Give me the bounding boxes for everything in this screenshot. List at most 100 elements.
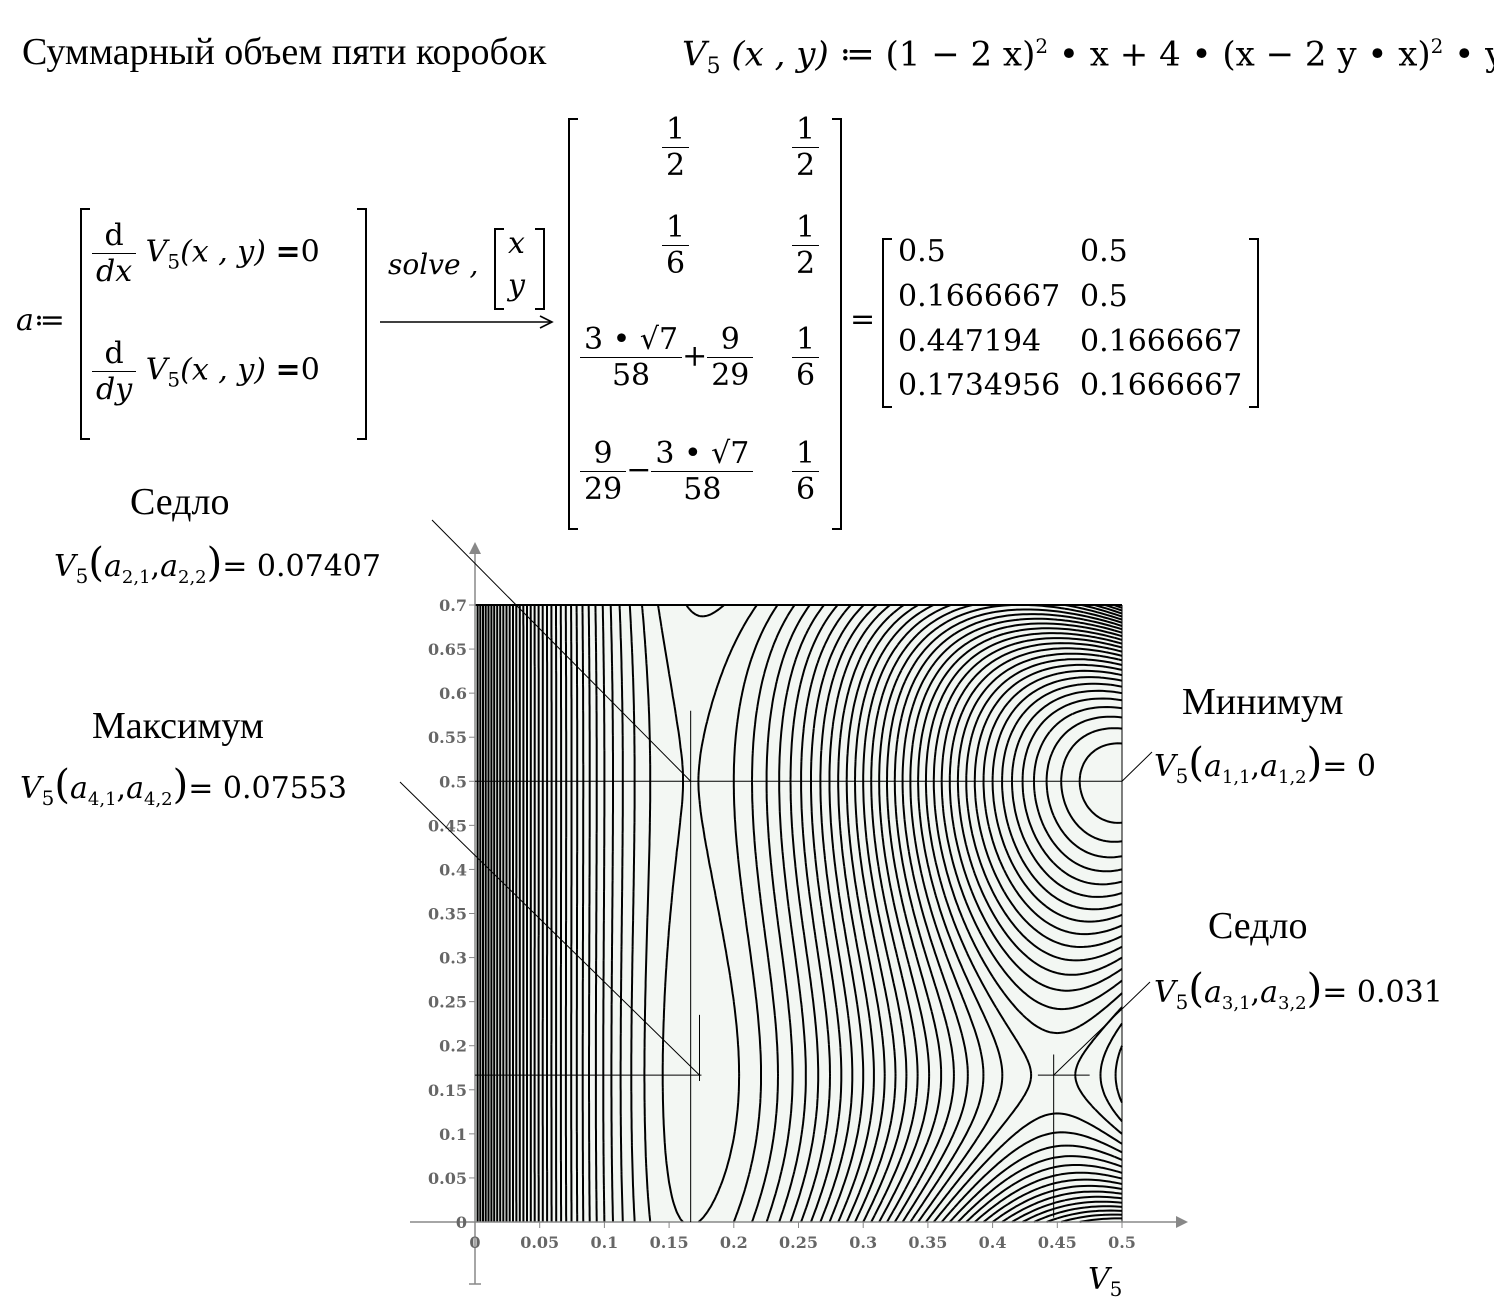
maximum-value: V5(a4,1,a4,2)= 0.07553 <box>20 762 347 810</box>
function-definition[interactable]: V5 (x , y) ≔ (1 − 2 x)2 • x + 4 • (x − 2… <box>682 34 1494 80</box>
maximum-label: Максимум <box>92 705 264 747</box>
contour-level-3 <box>484 605 1123 1223</box>
numeric-cell-1-2: 0.5 <box>1080 234 1128 269</box>
contour-level-31 <box>601 604 839 1223</box>
x-tick-label: 0.35 <box>908 1233 947 1252</box>
contour-level-0 <box>476 605 1123 1223</box>
y-tick-label: 0.6 <box>439 684 467 703</box>
contour-level-1 <box>479 605 1123 1223</box>
contour-level-22 <box>550 604 1123 1223</box>
contour-level-29 <box>587 604 865 1223</box>
contour-level-26 <box>570 604 1123 1223</box>
contour-level-18 <box>533 605 1123 1223</box>
x-tick-label: 0.2 <box>720 1233 748 1252</box>
equals-sign: = <box>850 302 876 337</box>
contour-level-20 <box>541 605 1123 1223</box>
contour-level-11 <box>508 605 1123 1223</box>
symbolic-bracket-right <box>832 118 842 530</box>
leader-minimum <box>1121 751 1153 782</box>
x-tick-label: 0.45 <box>1038 1233 1077 1252</box>
y-tick-label: 0.15 <box>428 1081 467 1100</box>
contour-level-6 <box>493 605 1123 1223</box>
solve-arrow <box>380 315 554 329</box>
minimum-value: V5(a1,1,a1,2)= 0 <box>1154 740 1376 788</box>
x-tick-label: 0.5 <box>1108 1233 1136 1252</box>
contour-level-14 <box>518 605 1123 1223</box>
contour-level-25 <box>564 604 1123 1223</box>
contour-level-19 <box>537 605 1123 1223</box>
contour-level-7 <box>496 605 1123 1223</box>
y-tick-label: 0.1 <box>439 1125 467 1144</box>
saddle-label-top: Седло <box>130 481 230 523</box>
y-tick-label: 0.3 <box>439 949 467 968</box>
leader-saddle-2 <box>1053 981 1151 1076</box>
y-tick-label: 0 <box>456 1213 467 1232</box>
numeric-cell-2-1: 0.1666667 <box>898 279 1061 314</box>
y-axis-arrow <box>469 542 481 554</box>
numeric-cell-3-2: 0.1666667 <box>1080 324 1243 359</box>
x-tick-label: 0.05 <box>520 1233 559 1252</box>
x-tick-label: 0.4 <box>979 1233 1007 1252</box>
leader-saddle-1 <box>431 519 692 782</box>
numeric-cell-2-2: 0.5 <box>1080 279 1128 314</box>
leader-maximum <box>399 781 700 1076</box>
contour-level-23 <box>555 604 1123 1223</box>
contour-level-21 <box>546 604 1123 1223</box>
contour-level-12 <box>512 605 1123 1223</box>
numeric-bracket-left <box>882 238 892 408</box>
contour-level-28 <box>581 604 878 1223</box>
solve-var-x: x <box>508 226 525 261</box>
x-axis-label: V5 <box>1088 1262 1123 1301</box>
y-tick-label: 0.2 <box>439 1037 467 1056</box>
contour-level-15 <box>522 605 1123 1223</box>
minimum-label: Минимум <box>1182 681 1344 723</box>
contour-level-9 <box>502 605 1123 1223</box>
x-tick-label: 0.3 <box>849 1233 877 1252</box>
y-tick-label: 0.25 <box>428 993 467 1012</box>
saddle-value-bottom: V5(a3,1,a3,2)= 0.031 <box>1154 966 1443 1014</box>
result-variable: a≔ <box>16 303 65 338</box>
contour-level-34 <box>628 604 796 1223</box>
contour-lines <box>476 604 1123 1223</box>
y-tick-label: 0.7 <box>439 596 467 615</box>
y-tick-label: 0.55 <box>428 728 467 747</box>
numeric-cell-4-1: 0.1734956 <box>898 368 1061 403</box>
page-title: Суммарный объем пяти коробок <box>22 31 547 73</box>
numeric-bracket-right <box>1249 238 1259 408</box>
saddle-label-bottom: Седло <box>1208 905 1308 947</box>
solve-keyword[interactable]: solve , <box>388 248 479 281</box>
numeric-cell-4-2: 0.1666667 <box>1080 368 1243 403</box>
contour-level-13 <box>515 605 1123 1223</box>
y-tick-label: 0.4 <box>439 860 467 879</box>
y-tick-label: 0.45 <box>428 816 467 835</box>
vars-bracket-left <box>494 228 504 310</box>
contour-level-2 <box>482 605 1123 1223</box>
contour-level-27 <box>575 604 891 1223</box>
x-tick-label: 0.25 <box>779 1233 818 1252</box>
system-bracket-left <box>80 208 90 440</box>
contour-level-24 <box>559 604 1123 1223</box>
y-tick-label: 0.5 <box>439 772 467 791</box>
contour-level-36 <box>657 604 758 1223</box>
contour-level-37 <box>685 604 725 618</box>
saddle-value-top: V5(a2,1,a2,2)= 0.07407 <box>54 540 381 588</box>
x-axis-arrow <box>1176 1216 1188 1228</box>
contour-level-10 <box>505 605 1123 1223</box>
numeric-cell-1-1: 0.5 <box>898 234 946 269</box>
contour-level-16 <box>526 605 1123 1223</box>
symbolic-bracket-left <box>568 118 578 530</box>
vars-bracket-right <box>535 228 545 310</box>
numeric-cell-3-1: 0.447194 <box>898 324 1042 359</box>
x-tick-label: 0 <box>469 1233 480 1252</box>
y-tick-label: 0.35 <box>428 905 467 924</box>
